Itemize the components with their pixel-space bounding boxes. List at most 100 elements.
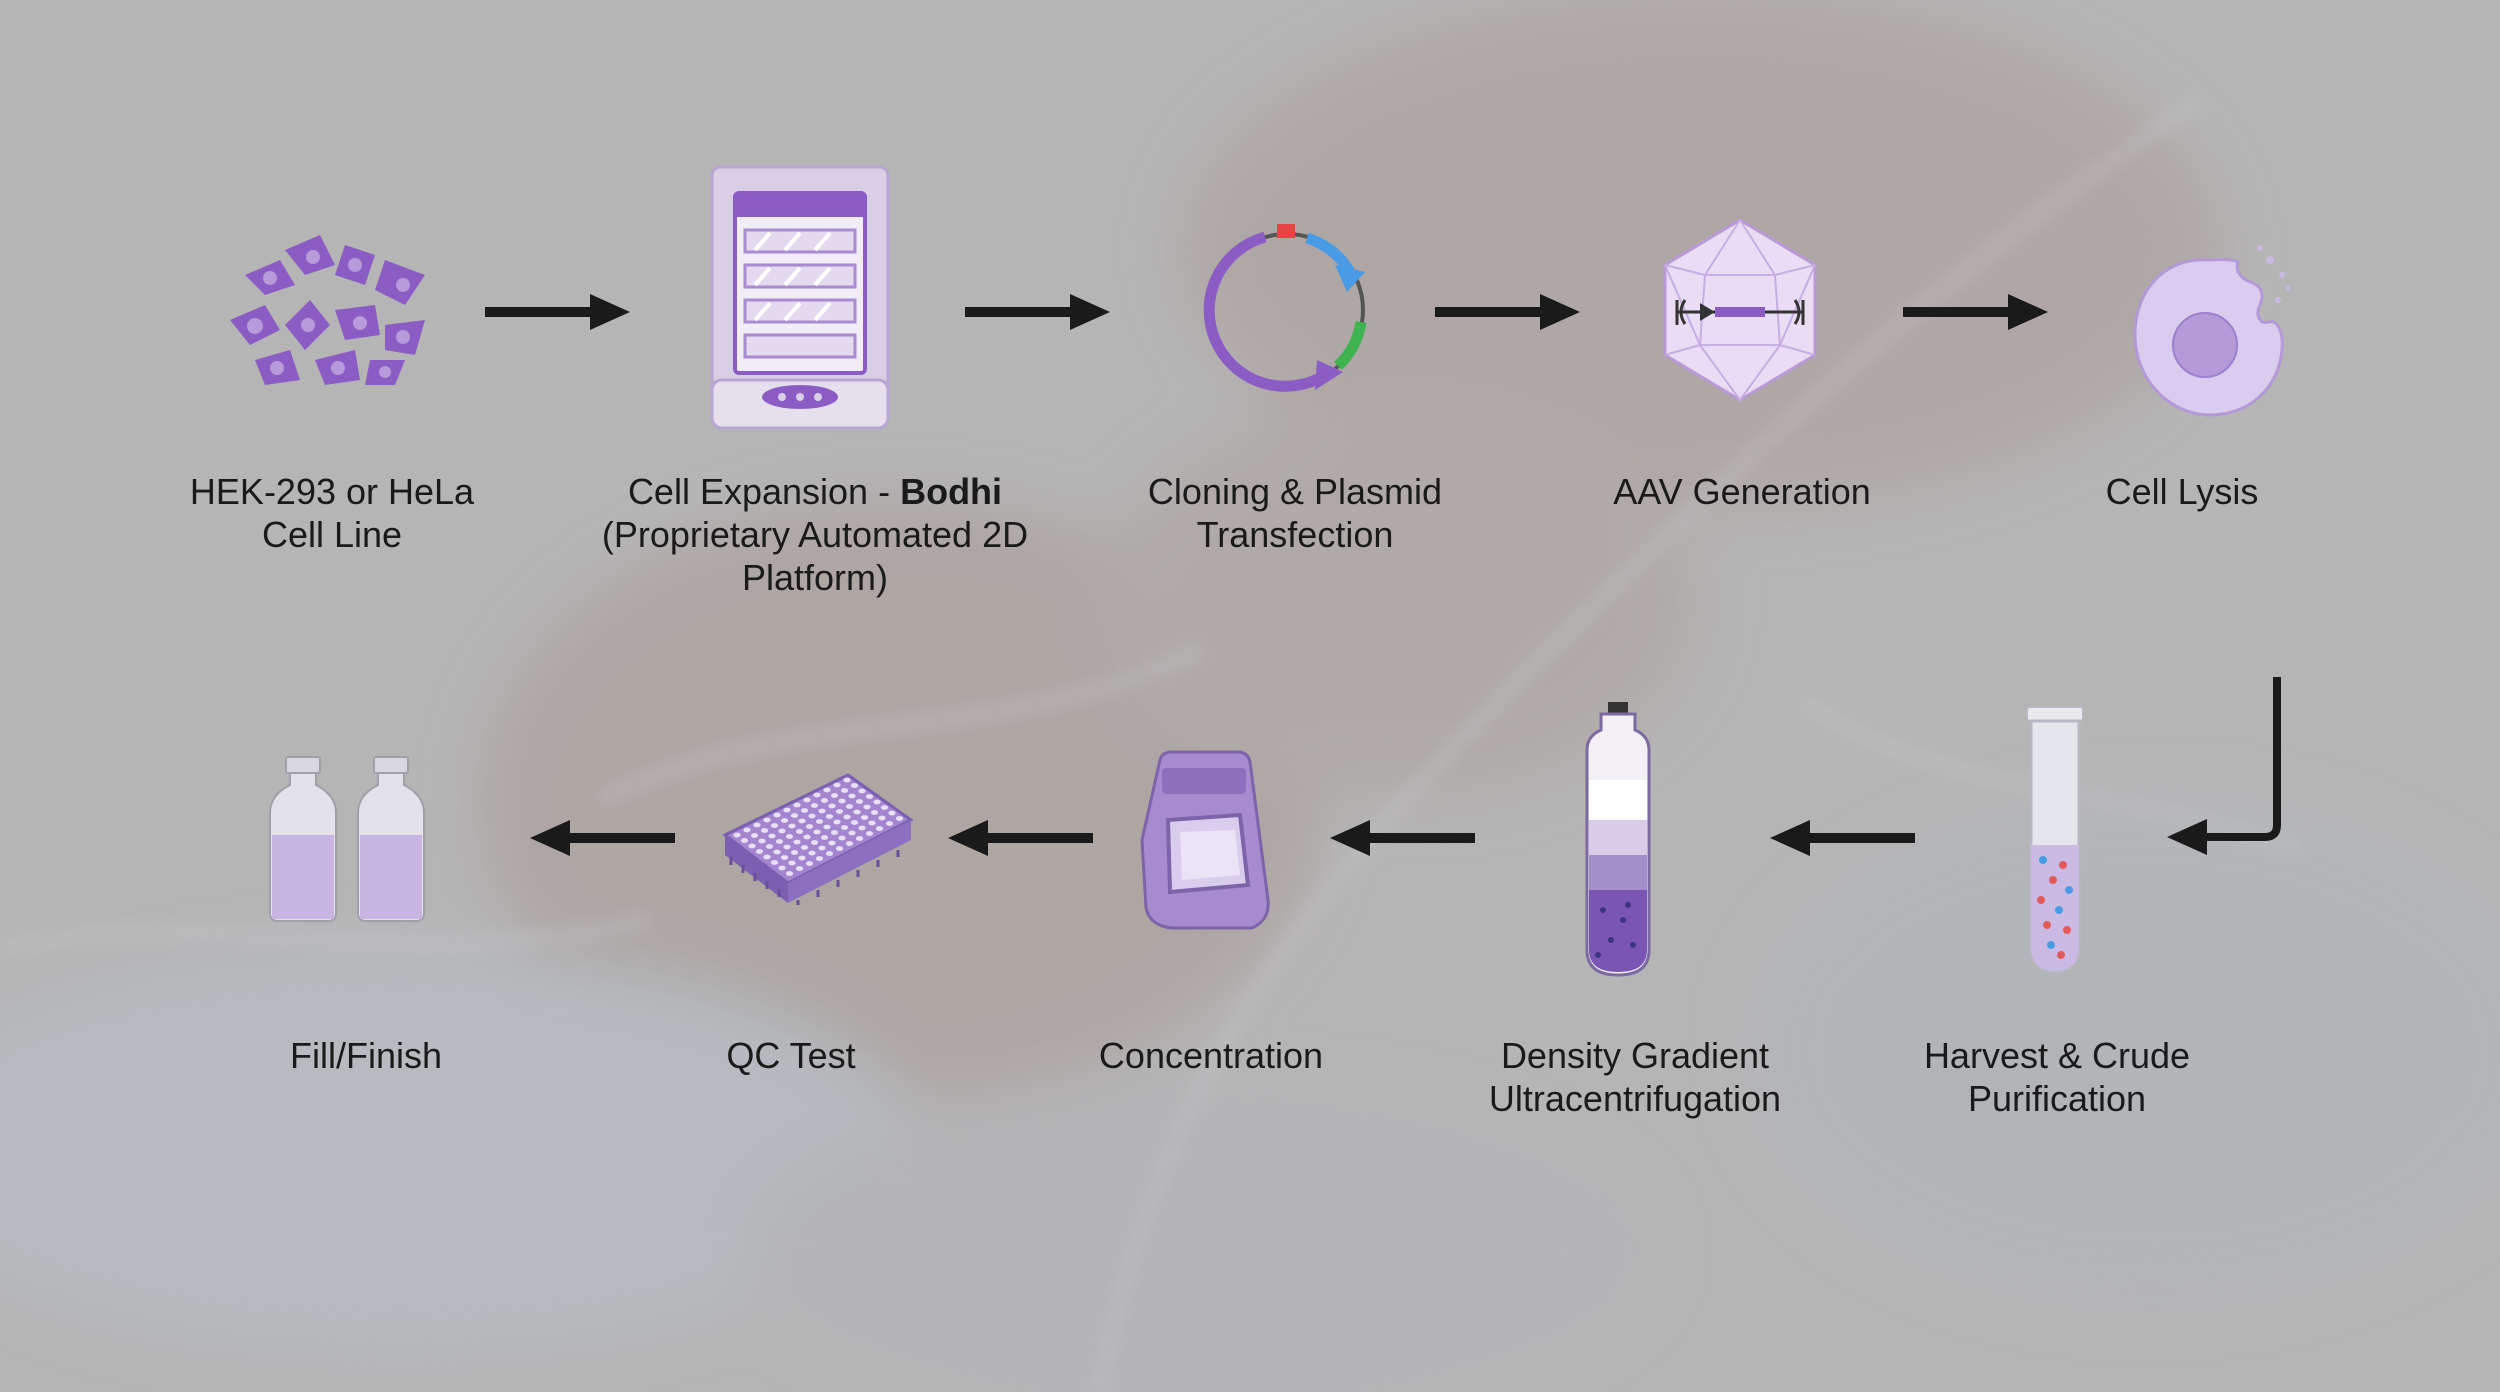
lysed-cell-icon: [2133, 245, 2290, 417]
plate-well: [823, 824, 831, 830]
well-plate-icon: [723, 773, 913, 905]
plate-well: [813, 792, 821, 798]
plate-well: [798, 855, 806, 861]
plate-well: [765, 844, 774, 849]
plate-well: [825, 814, 834, 819]
plate-well: [760, 828, 769, 833]
plate-well: [793, 802, 801, 808]
plate-well: [803, 797, 811, 803]
filter-cassette-icon: [1140, 750, 1270, 930]
plate-well: [820, 835, 829, 840]
plate-well: [820, 798, 829, 803]
plate-well: [795, 866, 804, 871]
plate-well: [790, 850, 799, 855]
plate-well: [830, 793, 839, 798]
plate-well: [763, 817, 771, 823]
plate-well: [873, 799, 881, 805]
plate-well: [853, 809, 861, 815]
plate-well: [768, 833, 776, 839]
step-label-cell-expansion: Cell Expansion - Bodhi (Proprietary Auto…: [601, 471, 1029, 598]
plate-well: [783, 844, 791, 850]
plate-well: [848, 830, 856, 836]
plate-well: [885, 821, 894, 826]
plate-well: [750, 833, 759, 838]
arrow-right-icon: [1903, 294, 2048, 330]
plate-well: [840, 788, 849, 793]
plate-well: [810, 840, 819, 845]
arrow-right-icon: [1435, 294, 1580, 330]
plate-well: [795, 829, 804, 834]
plate-well: [758, 838, 766, 844]
plate-well: [838, 835, 846, 841]
plate-well: [848, 793, 856, 799]
plate-well: [733, 832, 741, 838]
arrow-left-icon: [530, 820, 675, 856]
plate-well: [793, 839, 801, 845]
plate-well: [825, 851, 834, 856]
arrow-turn-icon: [2167, 677, 2281, 855]
test-tube-icon: [2026, 706, 2084, 973]
vials-icon: [269, 756, 425, 922]
plate-well: [850, 783, 859, 788]
plate-well: [788, 823, 796, 829]
plate-well: [843, 777, 851, 783]
step-label-cell-lysis: Cell Lysis: [2105, 471, 2259, 512]
plate-well: [743, 827, 751, 833]
plate-well: [778, 865, 786, 871]
plate-well: [840, 825, 849, 830]
plate-well: [865, 831, 874, 836]
plate-well: [803, 834, 811, 840]
plate-well: [798, 818, 806, 824]
plate-well: [845, 804, 854, 809]
plate-well: [863, 804, 871, 810]
plate-well: [823, 787, 831, 793]
plate-well: [748, 843, 756, 849]
plate-well: [870, 810, 879, 815]
plate-well: [790, 813, 799, 818]
plate-well: [865, 794, 874, 799]
plate-well: [845, 841, 854, 846]
plate-well: [788, 860, 796, 866]
plate-well: [805, 861, 814, 866]
plate-well: [773, 812, 781, 818]
plate-well: [878, 815, 886, 821]
plate-well: [858, 825, 866, 831]
arrow-right-icon: [965, 294, 1110, 330]
plate-well: [770, 860, 779, 865]
plate-well: [785, 871, 794, 876]
plate-well: [835, 846, 844, 851]
plate-well: [855, 836, 864, 841]
step-label-aav-generation: AAV Generation: [1613, 471, 1871, 512]
plate-well: [773, 849, 781, 855]
plate-well: [800, 808, 809, 813]
step-label-concentration: Concentration: [1098, 1035, 1324, 1076]
plate-well: [828, 803, 836, 809]
plate-well: [805, 824, 814, 829]
plasmid-icon: [1203, 224, 1367, 392]
plate-well: [838, 798, 846, 804]
plate-well: [815, 819, 824, 824]
plate-well: [785, 834, 794, 839]
plate-well: [810, 803, 819, 808]
plate-well: [770, 823, 779, 828]
arrow-right-icon: [485, 294, 630, 330]
step-label-cell-line: HEK-293 or HeLa Cell Line: [189, 471, 475, 555]
plate-well: [778, 828, 786, 834]
step-label-density-gradient: Density Gradient Ultracentrifugation: [1488, 1035, 1782, 1119]
plate-well: [833, 782, 841, 788]
plate-well: [780, 855, 789, 860]
plate-well: [800, 845, 809, 850]
plate-well: [808, 813, 816, 819]
plate-well: [753, 822, 761, 828]
centrifuge-tube-icon: [1585, 702, 1651, 977]
step-label-harvest: Harvest & Crude Purification: [1923, 1035, 2191, 1119]
step-label-qc-test: QC Test: [726, 1035, 856, 1076]
plate-well: [895, 816, 904, 821]
arrow-left-icon: [1770, 820, 1915, 856]
plate-well: [855, 799, 864, 804]
incubator-icon: [710, 165, 890, 430]
plate-well: [880, 805, 889, 810]
aav-capsid-icon: [1663, 218, 1817, 402]
plate-well: [813, 829, 821, 835]
plate-well: [818, 845, 826, 851]
